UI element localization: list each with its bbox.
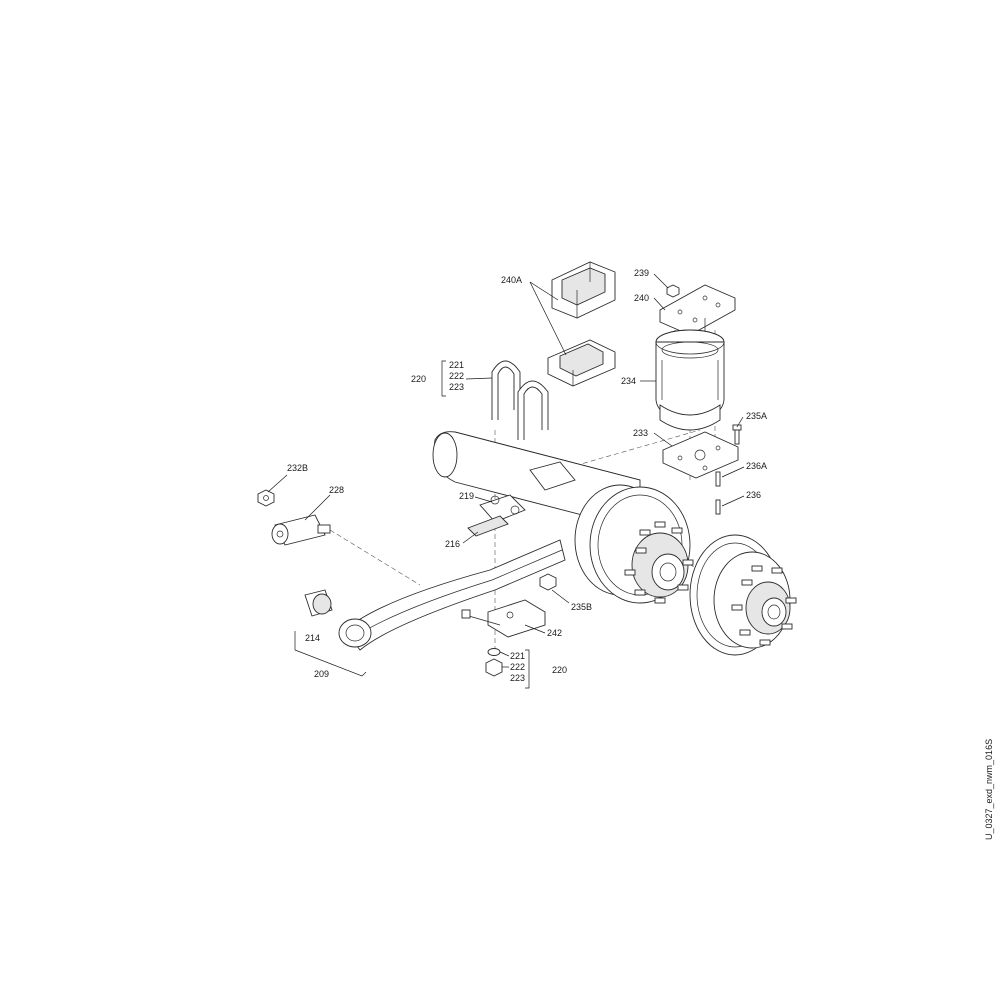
label-236a: 236A	[746, 461, 767, 471]
wheel-studs-right	[731, 565, 797, 646]
air-spring-234	[655, 329, 725, 431]
bolt-235a	[732, 424, 742, 445]
label-239: 239	[634, 268, 649, 278]
drawing-identifier: U_0327_exd_nwm_016S	[984, 738, 994, 840]
label-234: 234	[621, 376, 636, 386]
bolt-236	[715, 499, 721, 515]
u-bolts-top	[491, 360, 549, 440]
group-bracket-220-bottom	[525, 649, 530, 689]
bottom-plate-242	[461, 599, 546, 638]
bolt-236a	[715, 471, 721, 487]
label-219: 219	[459, 491, 474, 501]
label-232b: 232B	[287, 463, 308, 473]
label-240: 240	[634, 293, 649, 303]
label-222-bottom: 222	[510, 662, 525, 672]
label-220-top: 220	[411, 374, 426, 384]
brake-drum-hub-left	[574, 484, 694, 604]
base-plate-233	[662, 431, 739, 479]
label-214: 214	[305, 633, 320, 643]
nut-232b	[257, 489, 275, 507]
label-222-top: 222	[449, 371, 464, 381]
leaf-spring-209	[338, 539, 566, 651]
label-236: 236	[746, 490, 761, 500]
group-bracket-209	[294, 631, 367, 677]
label-242: 242	[547, 628, 562, 638]
label-228: 228	[329, 485, 344, 495]
label-223-bottom: 223	[510, 673, 525, 683]
label-235b: 235B	[571, 602, 592, 612]
label-223-top: 223	[449, 382, 464, 392]
label-209: 209	[314, 669, 329, 679]
label-216: 216	[445, 539, 460, 549]
group-bracket-220-top	[441, 360, 446, 397]
washer-222-bottom	[487, 648, 501, 656]
upper-bracket-240a	[551, 261, 616, 319]
label-233: 233	[633, 428, 648, 438]
leader-lines	[267, 273, 745, 668]
brake-rotor-hub-right	[689, 534, 797, 656]
bushing-214	[304, 589, 333, 617]
part-callouts: 240A 239 240 234 233 235A 236A 236 220 2…	[287, 268, 767, 683]
wheel-studs-left	[624, 521, 694, 604]
shock-absorber-228	[271, 514, 331, 546]
label-235a: 235A	[746, 411, 767, 421]
label-240a: 240A	[501, 275, 522, 285]
top-plate-240	[659, 284, 736, 345]
nut-239	[666, 284, 680, 298]
label-221-top: 221	[449, 360, 464, 370]
pad-216	[467, 515, 509, 537]
label-221-bottom: 221	[510, 651, 525, 661]
label-220-bottom: 220	[552, 665, 567, 675]
lower-bracket-240a	[547, 339, 616, 387]
nut-223-bottom	[485, 658, 503, 677]
nut-235b	[539, 573, 557, 591]
